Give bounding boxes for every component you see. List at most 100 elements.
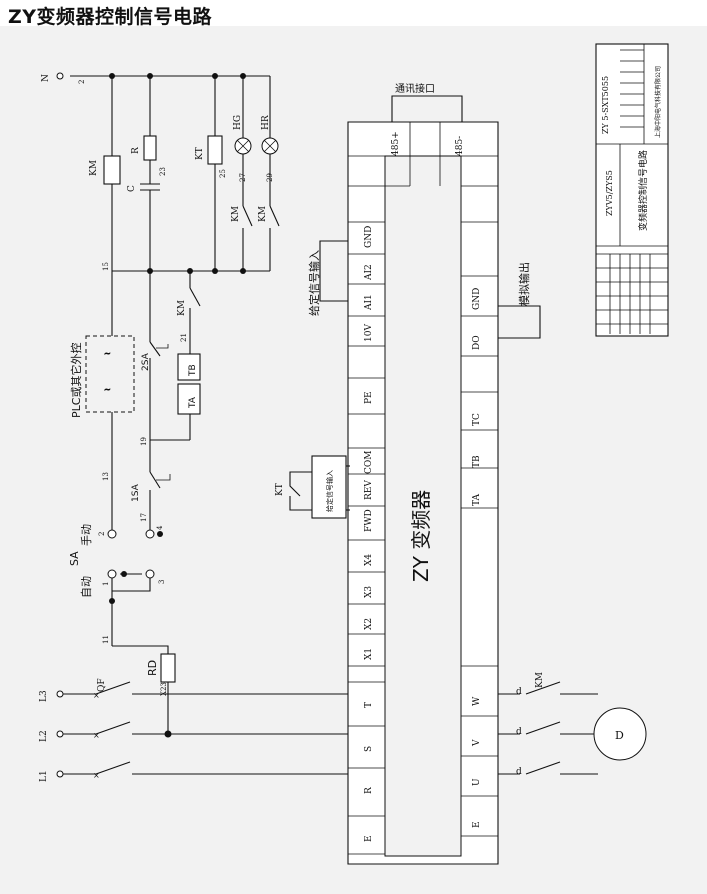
km-motor-label: KM [535,672,545,688]
motor-outputs: ddd KM D [498,672,647,777]
wire-3: 3 [158,580,166,584]
inverter-terminal-left-x4: X4 [364,554,374,566]
wire-21: 21 [180,333,188,342]
wire-23: 23 [159,167,167,176]
r-label: R [131,147,141,154]
sa-label: SA [68,551,81,566]
wire-1: 1 [102,582,110,586]
wire-2: 2 [78,80,86,84]
title-block: ZY 5-SXT5055 上海中阳电气科技有限公司 ZYV5/ZYS5 变频器控… [595,43,669,337]
wire-sa-2: 2 [98,532,106,536]
svg-text:~: ~ [104,349,111,358]
wire-13: 13 [102,472,110,481]
wire-25: 25 [219,169,227,178]
inverter-terminal-left-x1: X1 [364,648,374,660]
company-name: 上海中阳电气科技有限公司 [654,66,662,138]
svg-text:d: d [516,767,522,777]
inverter-terminal-left-ai2: AI2 [364,264,374,281]
analog-output: 模拟输出 [498,262,541,339]
inverter-terminal-left-e: E [364,835,374,842]
inverter-terminal-right-9: V [472,739,482,747]
wire-19: 19 [140,437,148,446]
sa-selector: 手动 自动 SA 2 1 3 4 11 [68,524,166,646]
sa2-switch: 2SA 19 [140,271,169,446]
schematic-canvas: N 2 15 KM R C 23 KT 25 [0,26,707,894]
hg-label: HG [233,115,243,130]
motor-label: D [615,729,624,742]
given-signal-input: 给定信号输入 [307,240,348,316]
wire-11: 11 [102,635,110,644]
given-signal-small-label: 给定信号输入 [325,470,334,512]
wire-29: 29 [266,173,274,182]
n-rail: N 2 [41,72,270,84]
l1-label: L1 [39,770,49,782]
n-label: N [41,74,51,82]
product-model: ZYV5/ZYS5 [605,170,614,216]
qf-label: QF [97,678,107,692]
inverter-terminal-right-5: TC [472,413,482,426]
km-contact-hr-label: KM [258,206,268,222]
svg-text:~: ~ [104,385,111,394]
l3-label: L3 [39,690,49,702]
inverter-terminal-left-ai1: AI1 [364,294,374,311]
inverter-terminal-left-pe: PE [364,391,374,404]
inverter-terminal-right-6: TB [472,455,482,468]
wire-x23: X23 [160,682,168,696]
wire-15: 15 [102,262,110,271]
svg-text:×: × [93,771,100,780]
sa2-label: 2SA [141,352,151,371]
plc-label: PLC或其它外控 [69,343,83,418]
inverter-terminal-right-2: 485- [455,136,465,156]
kt-label: KT [195,147,205,160]
hg-lamp: HG KM 27 [231,76,253,271]
svg-text:×: × [93,691,100,700]
km-coil: KM [89,76,121,271]
inverter-terminal-right-7: TA [472,493,482,506]
inverter-terminal-left-t: T [364,702,374,708]
km-coil-label: KM [89,160,99,176]
svg-text:d: d [516,687,522,697]
c-label: C [127,185,137,192]
ta-tb-block: TB TA [150,331,201,441]
comm-interface: 通讯接口 [391,82,463,122]
rail-15: 15 [102,262,270,274]
inverter-terminal-left-fwd: FWD [364,509,374,532]
given-signal-label: 给定信号输入 [307,250,321,316]
inverter-label: ZY 变频器 [409,490,433,582]
inverter-terminal-right-1: 485+ [391,131,401,156]
km-contact-mid: KM 21 [177,271,201,342]
inverter-terminal-left-x2: X2 [364,618,374,630]
svg-text:×: × [93,731,100,740]
inverter-terminal-left-rev: REV [364,480,374,500]
rd-label: RD [146,660,159,676]
km-mid-label: KM [177,300,187,316]
rc-branch: R C 23 [127,76,167,271]
inverter-terminal-right-8: W [472,696,482,706]
inverter-terminal-right-3: GND [472,288,482,310]
kt-contact-label: KT [275,483,285,496]
inverter-terminal-left-x3: X3 [364,586,374,598]
hr-label: HR [261,115,271,130]
analog-out-label: 模拟输出 [517,262,531,306]
page-title: ZY变频器控制信号电路 [8,6,213,28]
wire-4: 4 [156,525,164,530]
rd-fuse: RD X23 [112,645,176,738]
inverter-terminal-left-10v: 10V [364,324,374,342]
wire-27: 27 [239,173,247,182]
wire-17: 17 [140,513,148,522]
drawing-number: ZY 5-SXT5055 [601,76,610,134]
inverter-terminal-right-4: DO [472,335,482,350]
auto-label: 自动 [80,576,93,598]
l2-label: L2 [39,730,49,742]
kt-coil: KT 25 [195,76,227,271]
tb-label: TB [188,364,198,377]
kt-given-box: 给定信号输入 KT [275,455,350,519]
ta-label: TA [188,396,198,409]
power-inputs: L3 L2 L1 × × × QF [39,678,350,782]
inverter-terminal-left-com: COM [364,451,374,474]
hr-lamp: HR KM 29 [243,75,280,271]
inverter-terminal-left-gnd: GND [364,226,374,248]
sa1-label: 1SA [131,483,141,502]
plc-box: ~ ~ PLC或其它外控 [69,271,135,526]
